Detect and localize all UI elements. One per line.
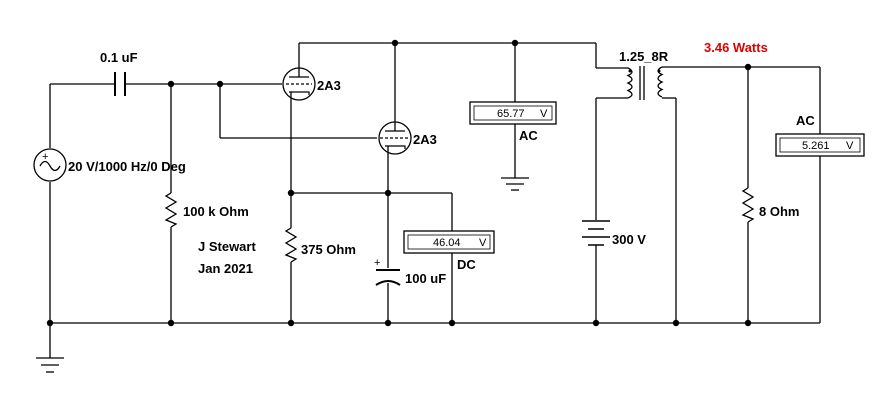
output-meter-mode: AC <box>796 113 815 128</box>
cathode-meter-value: 46.04 <box>433 237 461 249</box>
plate-meter-value: 65.77 <box>497 108 525 120</box>
cathode-meter-unit: V <box>479 237 487 249</box>
polarized-capacitor-icon: + <box>374 257 401 286</box>
cathode-cap-label: 100 uF <box>405 271 446 286</box>
date-label: Jan 2021 <box>198 261 253 276</box>
voltmeter-icon <box>403 230 495 254</box>
output-meter-unit: V <box>846 140 854 152</box>
voltmeter-icon <box>775 133 865 157</box>
cathode-meter-mode: DC <box>457 257 476 272</box>
source-label: 20 V/1000 Hz/0 Deg <box>68 159 186 174</box>
ground-icon <box>36 357 64 373</box>
ac-source-icon: + <box>33 148 67 182</box>
junction-dots <box>46 39 752 327</box>
svg-text:+: + <box>374 257 380 269</box>
power-readout: 3.46 Watts <box>704 40 768 55</box>
tube2-label: 2A3 <box>413 132 437 147</box>
ground-icon <box>501 177 529 191</box>
resistor-icon <box>284 227 298 263</box>
cathode-resistor-label: 375 Ohm <box>301 242 356 257</box>
capacitor-icon <box>114 72 126 96</box>
load-resistor-label: 8 Ohm <box>759 204 799 219</box>
output-meter-value: 5.261 <box>802 140 830 152</box>
triode-icon <box>378 121 412 155</box>
voltmeter-icon <box>469 101 557 125</box>
battery-icon <box>582 220 610 252</box>
wires <box>49 42 821 358</box>
author-label: J Stewart <box>198 239 256 254</box>
input-cap-label: 0.1 uF <box>100 50 138 65</box>
grid-resistor-label: 100 k Ohm <box>183 204 249 219</box>
triode-icon <box>282 67 316 101</box>
resistor-icon <box>164 192 178 228</box>
transformer-icon <box>626 66 664 100</box>
plate-meter-unit: V <box>540 108 548 120</box>
battery-label: 300 V <box>612 232 646 247</box>
plate-meter-mode: AC <box>519 128 538 143</box>
tube1-label: 2A3 <box>317 78 341 93</box>
svg-text:+: + <box>42 151 48 163</box>
transformer-label: 1.25_8R <box>619 49 669 64</box>
resistor-icon <box>741 187 755 223</box>
